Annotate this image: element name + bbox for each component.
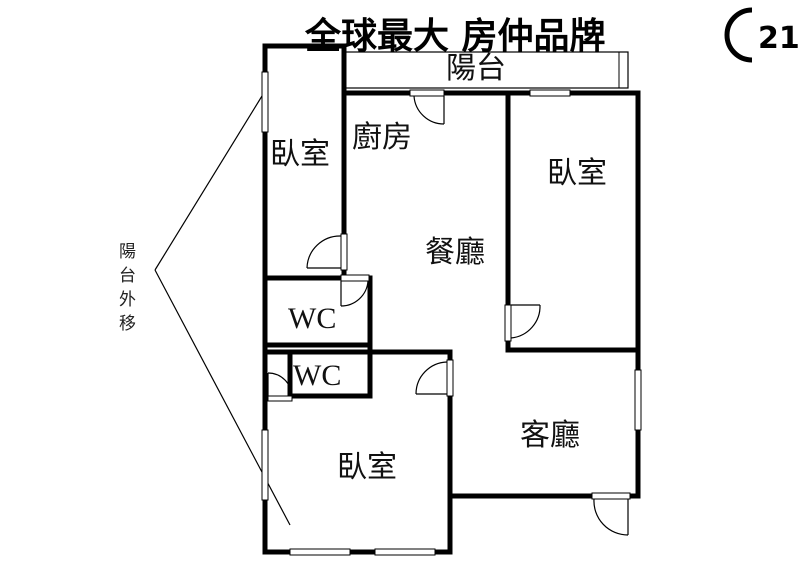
century21-logo: 21	[724, 7, 800, 63]
wc-top-door	[340, 274, 370, 307]
room-label-wc-bottom: WC	[293, 359, 341, 392]
room-label-wc-top: WC	[288, 302, 336, 335]
room-label-bedroom-bottom: 臥室	[337, 450, 397, 485]
kitchen-balcony-door	[409, 89, 445, 125]
annotation-char-1: 陽	[119, 242, 136, 262]
walls	[262, 43, 641, 555]
room-label-bedroom-left: 臥室	[270, 137, 330, 172]
entrance-door	[591, 492, 631, 536]
balcony-moved-annotation: 陽 台 外 移	[119, 95, 291, 526]
annotation-char-2: 台	[119, 266, 136, 286]
annotation-char-4: 移	[119, 314, 136, 334]
room-label-living: 客廳	[520, 418, 580, 453]
annotation-char-3: 外	[119, 290, 136, 310]
wc-bottom-door	[267, 372, 293, 402]
room-label-bedroom-right: 臥室	[547, 156, 607, 191]
bottom-bedroom-door	[415, 359, 454, 397]
doors	[267, 89, 631, 536]
room-label-balcony: 陽台	[446, 51, 506, 86]
room-label-dining: 餐廳	[425, 235, 485, 270]
brand-slogan: 全球最大 房仲品牌	[304, 15, 606, 57]
left-bedroom-door	[306, 233, 348, 271]
logo-number: 21	[758, 21, 800, 56]
windows	[261, 71, 642, 556]
room-label-kitchen: 廚房	[352, 120, 412, 155]
right-bedroom-door	[504, 304, 541, 342]
